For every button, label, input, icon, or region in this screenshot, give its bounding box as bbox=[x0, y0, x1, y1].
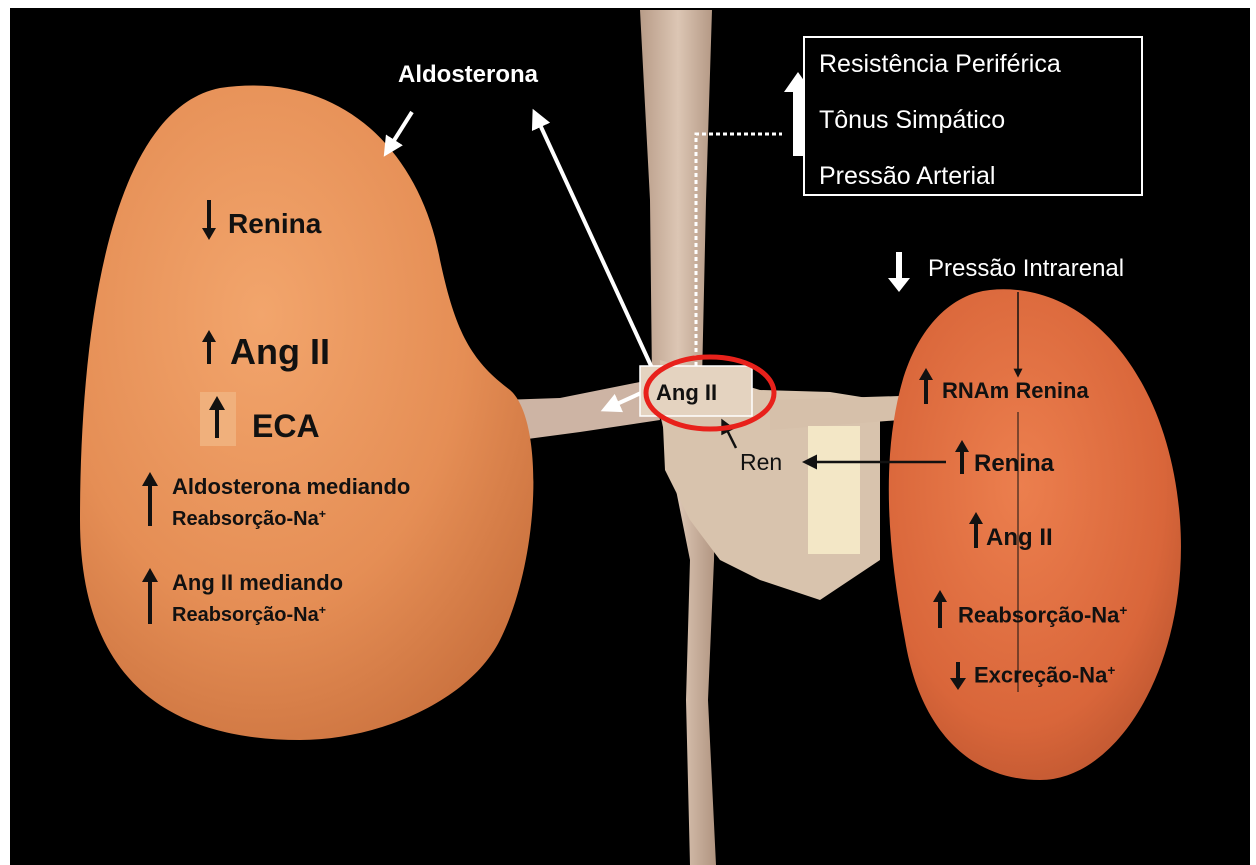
right-ang2-label: Ang II bbox=[986, 526, 1053, 550]
left-ang2-label: Ang II bbox=[230, 334, 330, 370]
artery-clip bbox=[808, 426, 860, 554]
rnam-renina-label: RNAm Renina bbox=[942, 380, 1089, 402]
right-excrecao-text: Excreção-Na bbox=[974, 663, 1107, 688]
right-reabs-na-charge: + bbox=[1119, 603, 1127, 618]
right-reabsorcao-text: Reabsorção-Na bbox=[958, 603, 1119, 628]
right-reabsorcao-label: Reabsorção-Na+ bbox=[958, 604, 1127, 627]
ang2med-reabsorcao-text: Reabsorção-Na bbox=[172, 604, 319, 626]
effects-box: Resistência Periférica Tônus Simpático P… bbox=[803, 36, 1143, 196]
effects-item-tonus: Tônus Simpático bbox=[819, 106, 1005, 135]
ang2med-na-charge: + bbox=[319, 603, 326, 617]
right-renina-label: Renina bbox=[974, 452, 1054, 476]
aldo-na-charge: + bbox=[319, 507, 326, 521]
effects-item-resistencia: Resistência Periférica bbox=[819, 50, 1061, 79]
ang2-mediando-line2: Reabsorção-Na+ bbox=[172, 604, 326, 625]
right-excrecao-label: Excreção-Na+ bbox=[974, 664, 1115, 687]
pressao-intrarenal-label: Pressão Intrarenal bbox=[928, 257, 1124, 281]
ang2-mediando-line1: Ang II mediando bbox=[172, 572, 343, 594]
left-eca-label: ECA bbox=[252, 410, 320, 442]
right-excr-na-charge: + bbox=[1107, 663, 1115, 678]
left-renina-label: Renina bbox=[228, 210, 321, 238]
aldo-reabsorcao-text: Reabsorção-Na bbox=[172, 508, 319, 530]
center-ang2-label: Ang II bbox=[656, 382, 717, 404]
aldo-mediando-line1: Aldosterona mediando bbox=[172, 476, 410, 498]
effects-item-pressao: Pressão Arterial bbox=[819, 162, 995, 191]
aldo-mediando-line2: Reabsorção-Na+ bbox=[172, 508, 326, 529]
aldosterona-label: Aldosterona bbox=[398, 63, 538, 87]
ren-label: Ren bbox=[740, 451, 782, 474]
